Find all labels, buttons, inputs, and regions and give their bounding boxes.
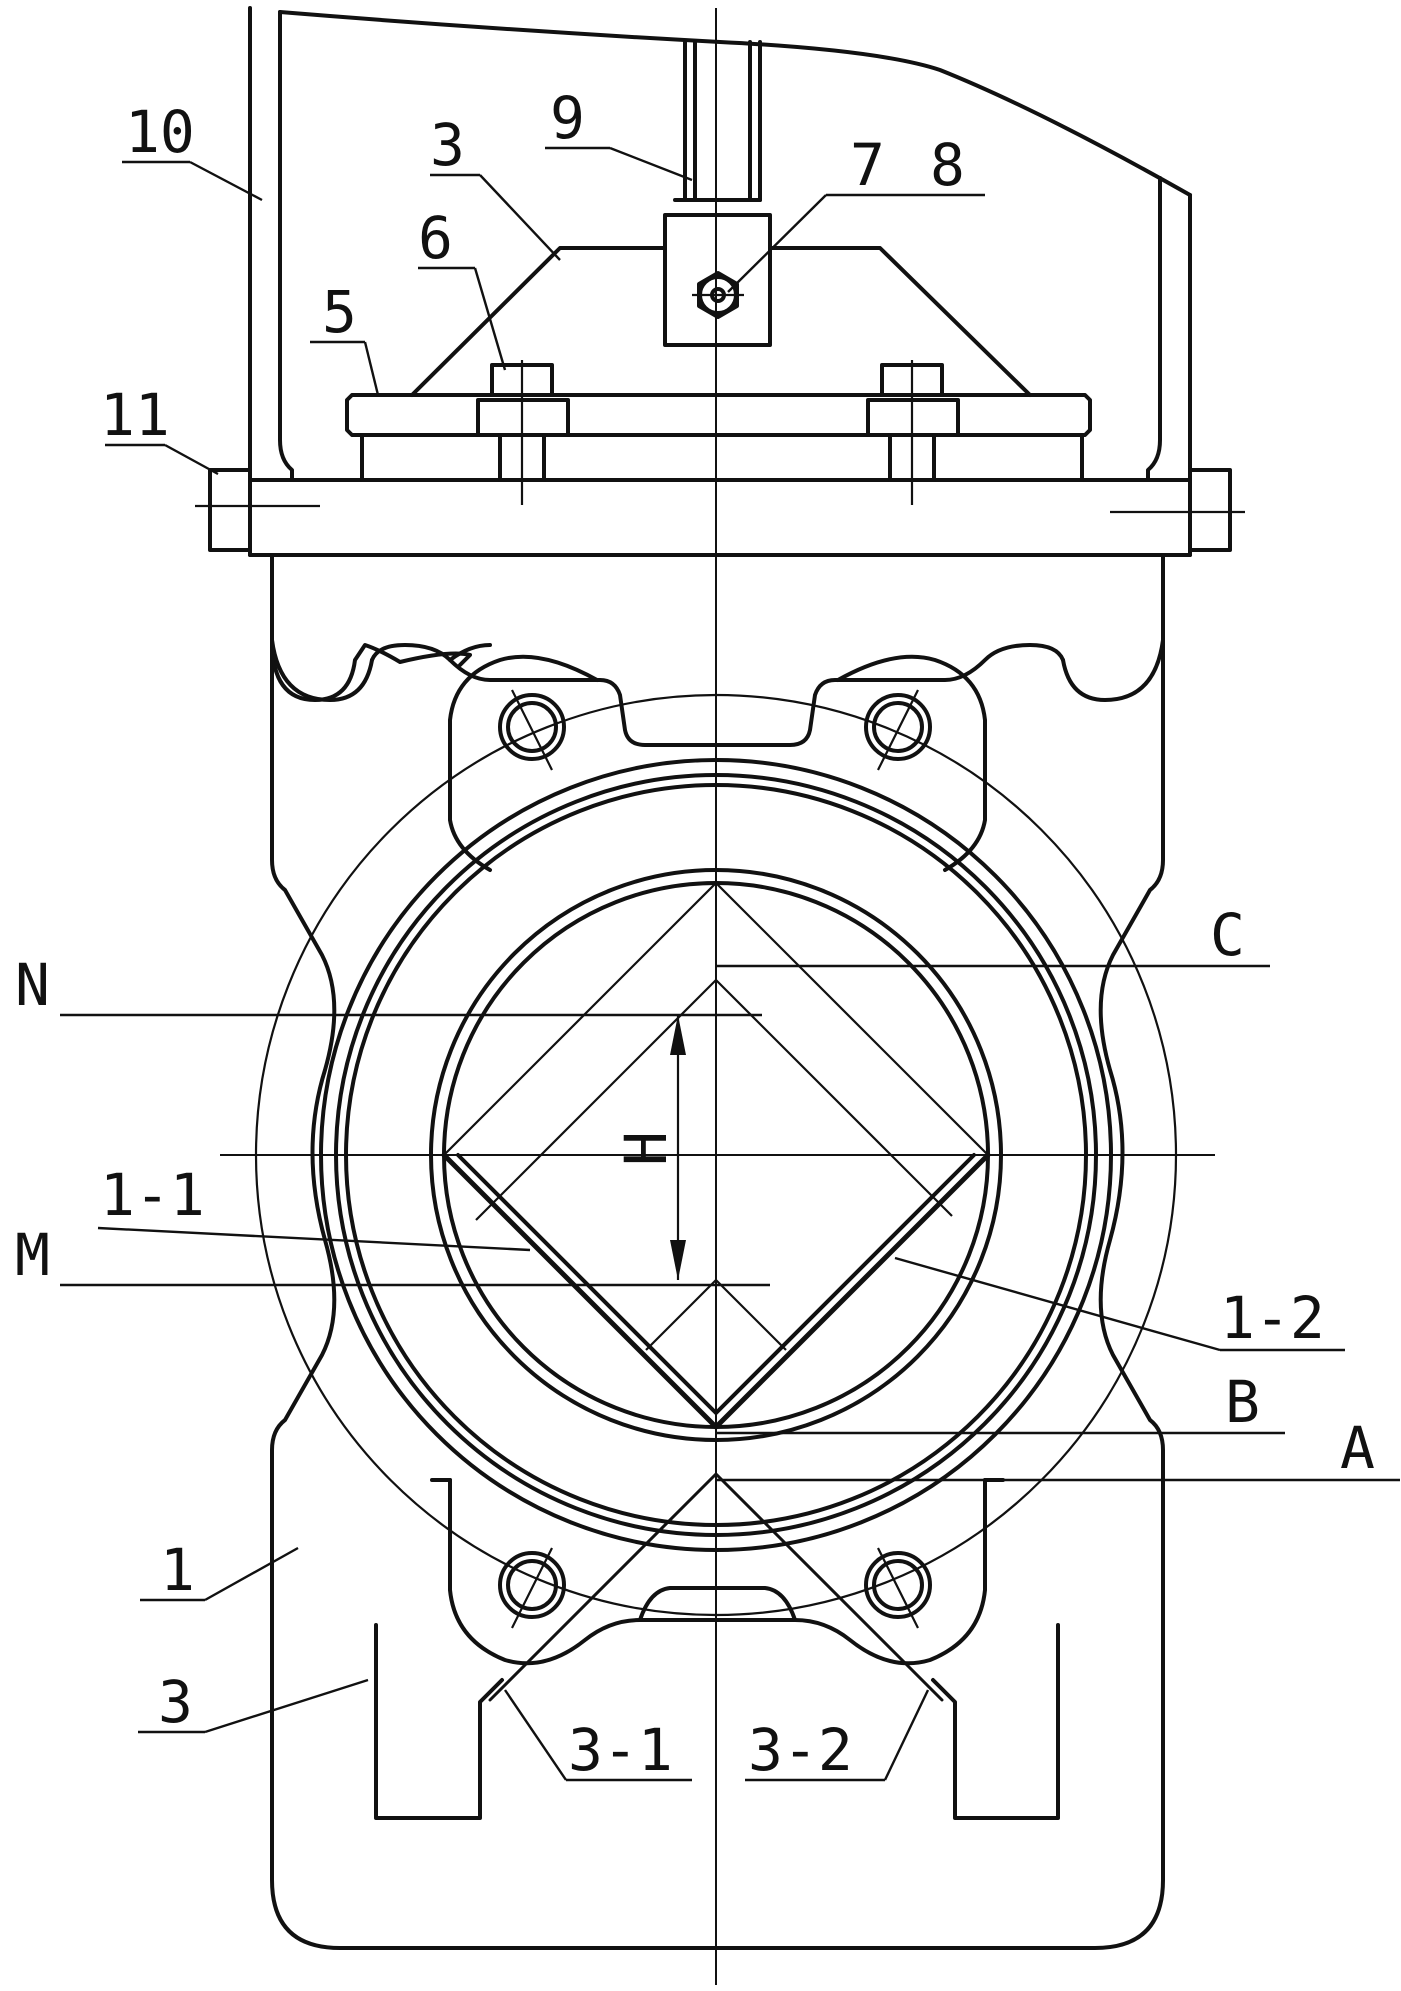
dimension-h <box>670 1015 686 1280</box>
bottom-slot-right <box>931 1623 1060 1820</box>
label-10: 10 <box>125 98 195 166</box>
label-8: 8 <box>930 131 965 199</box>
centerlines <box>220 8 1215 1985</box>
label-3-bottom: 3 <box>158 1668 193 1736</box>
label-n: N <box>15 951 50 1019</box>
bolt-hole-br <box>864 1547 932 1629</box>
reference-lines <box>60 964 1400 1482</box>
label-b: B <box>1225 1368 1260 1436</box>
gate-lower-v <box>488 1472 944 1702</box>
bolt-hole-tl <box>498 689 566 771</box>
bolt-circle <box>254 693 1178 1617</box>
label-5: 5 <box>322 278 357 346</box>
label-1-2: 1-2 <box>1220 1284 1325 1352</box>
stem <box>663 40 772 347</box>
label-7: 7 <box>850 131 885 199</box>
bolt-right <box>866 360 960 505</box>
bolt-left <box>476 360 570 505</box>
label-9: 9 <box>550 84 585 152</box>
leader-lines <box>97 146 1345 1782</box>
label-m: M <box>15 1221 50 1289</box>
stem-pin <box>692 271 744 319</box>
gate-connector <box>410 246 1032 397</box>
labels: 10 9 3 7 8 6 5 11 C N 1-1 M 1-2 B A 1 3 … <box>15 84 1375 1784</box>
label-c: C <box>1210 901 1245 969</box>
label-3-1: 3-1 <box>568 1716 673 1784</box>
label-3-top: 3 <box>430 111 465 179</box>
bolt-hole-bl <box>498 1547 566 1629</box>
side-bolt-right <box>1110 468 1245 552</box>
upper-lobes <box>370 643 1065 872</box>
top-bracket <box>248 6 1192 557</box>
bottom-slot-left <box>374 1623 504 1820</box>
dim-h-label: H <box>612 1131 680 1166</box>
label-11: 11 <box>100 381 170 449</box>
label-a: A <box>1340 1414 1375 1482</box>
label-1: 1 <box>160 1536 195 1604</box>
label-6: 6 <box>418 204 453 272</box>
side-bolt-left <box>195 468 320 552</box>
label-1-1: 1-1 <box>100 1161 205 1229</box>
label-3-2: 3-2 <box>748 1716 853 1784</box>
flange-plate <box>345 393 1092 482</box>
gate-diamond <box>441 881 991 1430</box>
valve-body <box>270 553 1165 1950</box>
bolt-hole-tr <box>864 689 932 771</box>
